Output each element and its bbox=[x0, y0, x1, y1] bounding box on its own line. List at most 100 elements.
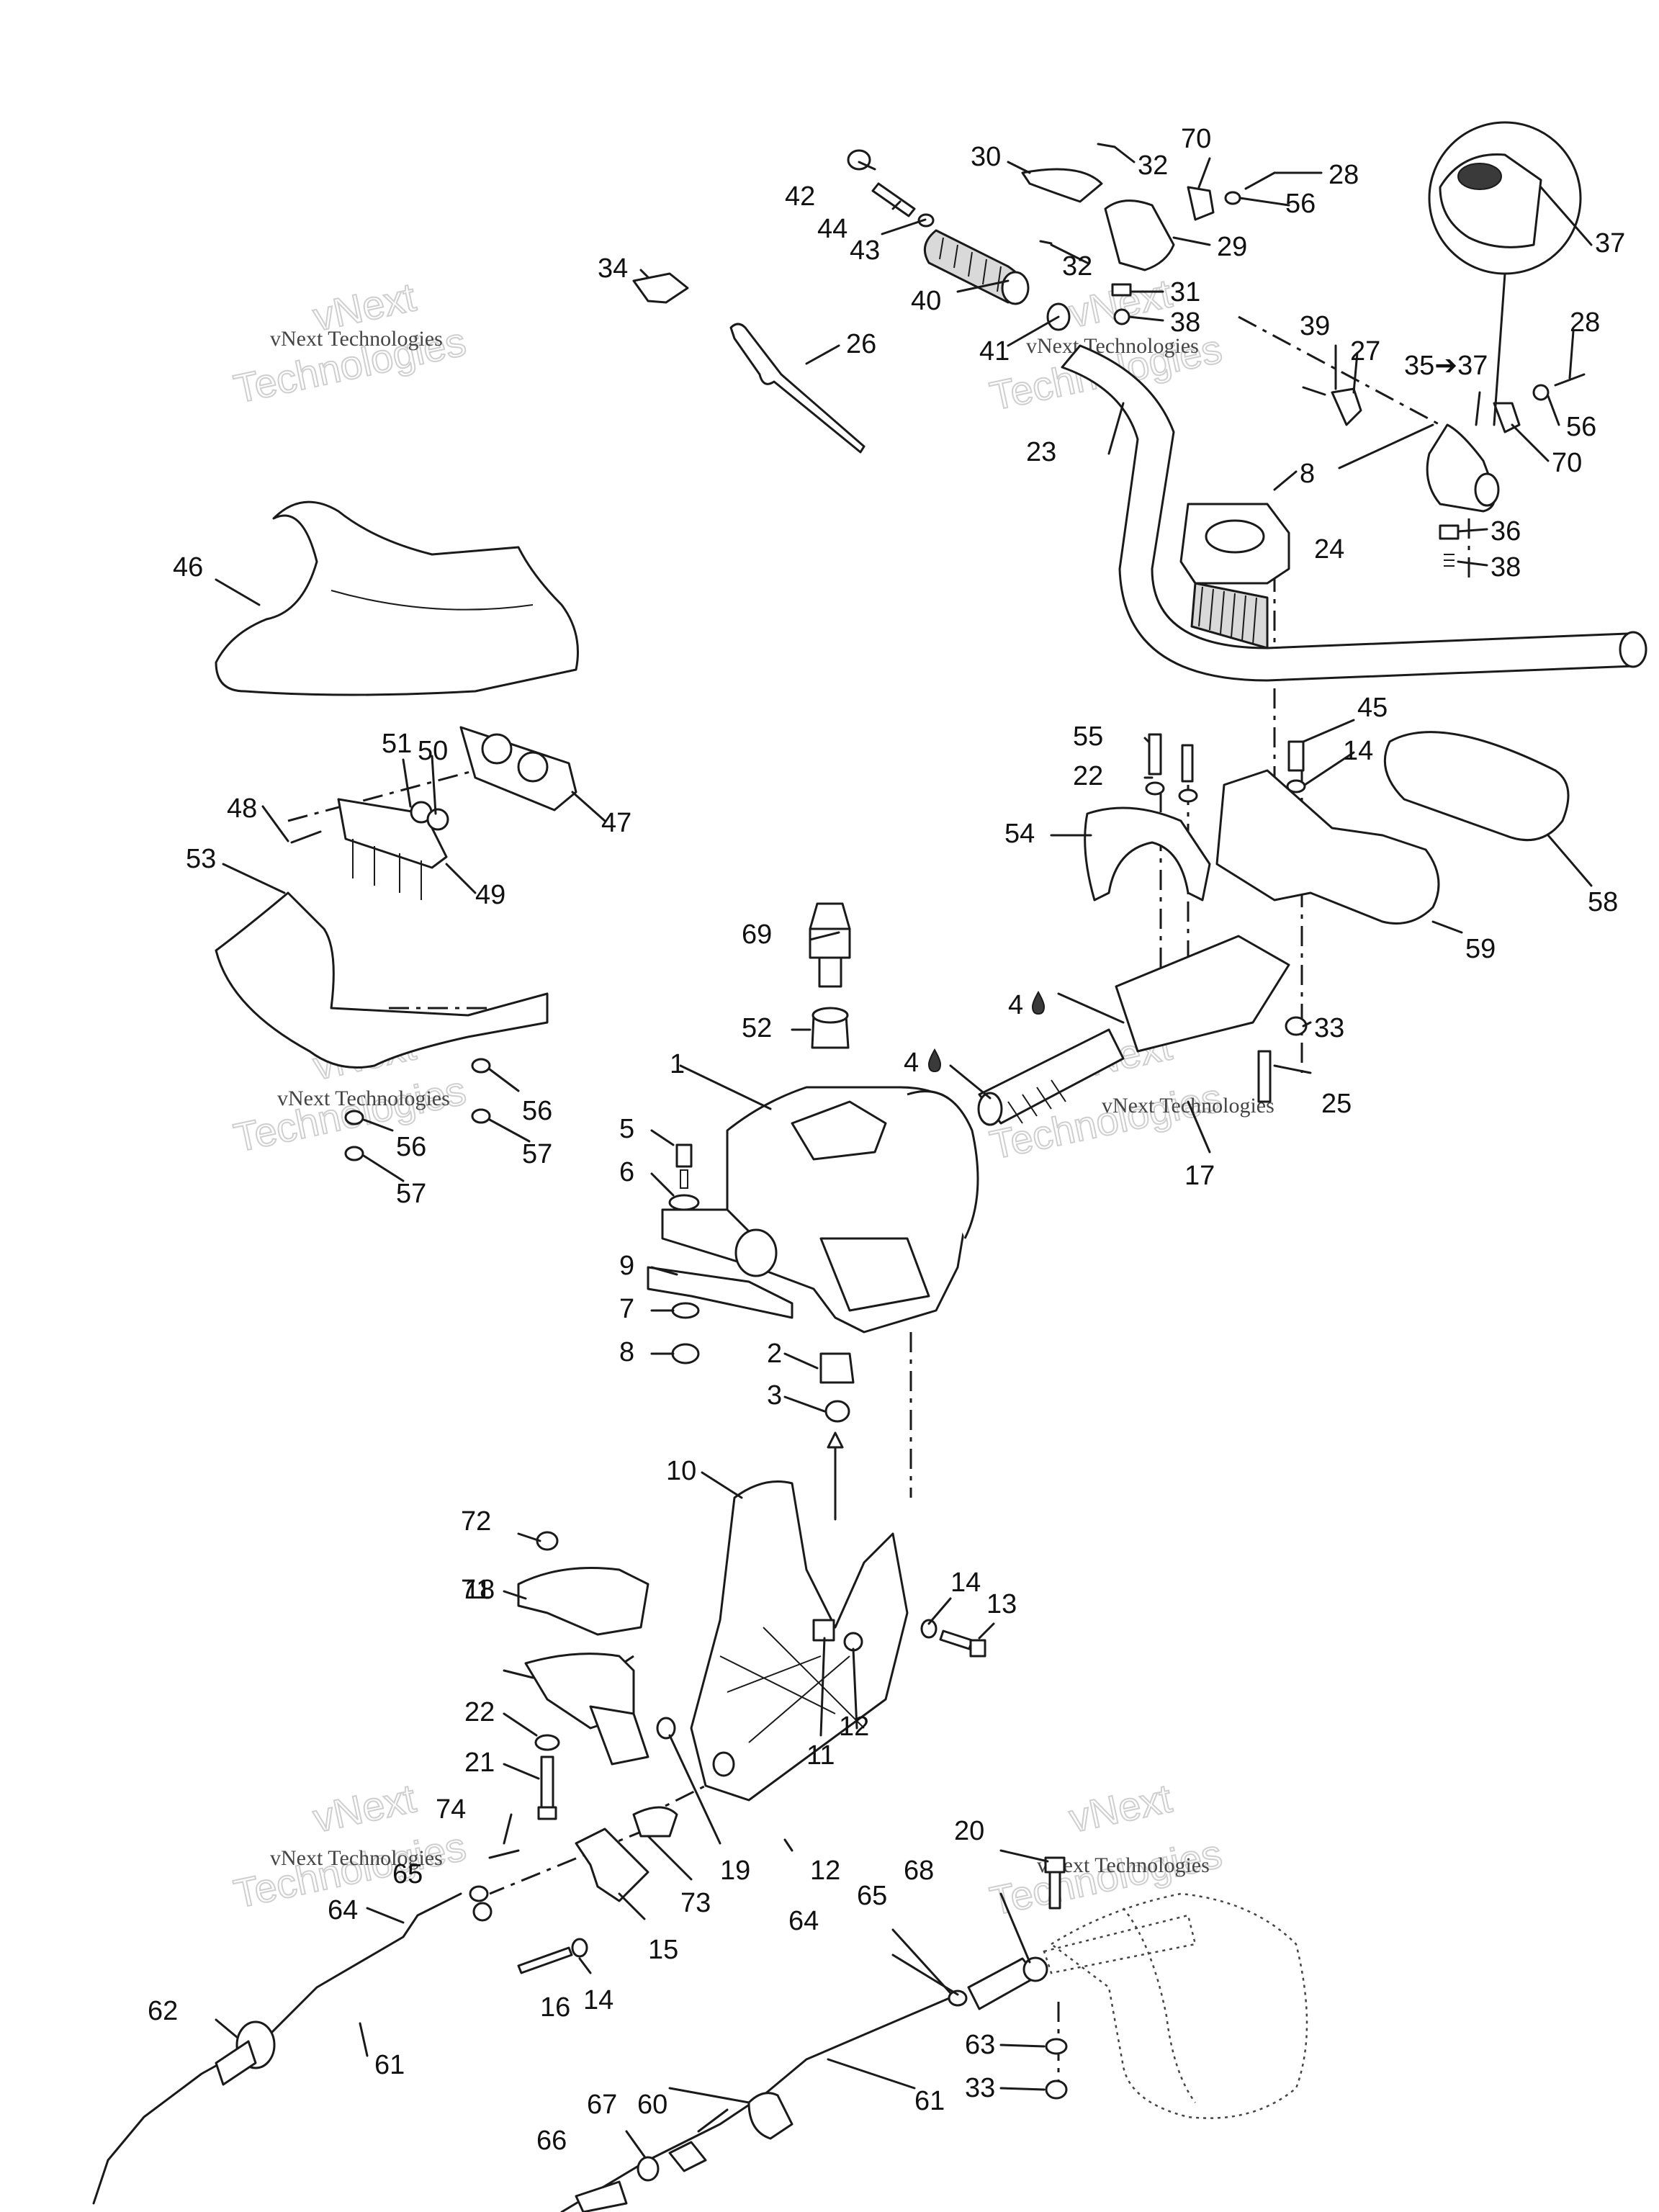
watermark-small: vNext Technologies bbox=[270, 1846, 443, 1870]
watermark-small: vNext Technologies bbox=[270, 327, 443, 351]
label-7: 7 bbox=[619, 1294, 634, 1324]
label-62: 62 bbox=[148, 1996, 178, 2026]
label-73: 73 bbox=[680, 1888, 711, 1918]
label-14: 14 bbox=[950, 1568, 981, 1598]
label-31: 31 bbox=[1170, 277, 1200, 307]
left-cable bbox=[92, 1885, 489, 2205]
handlebar bbox=[1061, 344, 1647, 682]
label-12: 12 bbox=[810, 1856, 840, 1886]
label-68: 68 bbox=[904, 1856, 934, 1886]
label-35-37: 35➔37 bbox=[1404, 351, 1488, 381]
label-59: 59 bbox=[1465, 934, 1496, 964]
label-56: 56 bbox=[1285, 189, 1316, 219]
label-72: 72 bbox=[461, 1506, 491, 1537]
watermark-small: vNext Technologies bbox=[1102, 1094, 1274, 1118]
label-20: 20 bbox=[954, 1816, 984, 1846]
callout-labels: 1 2 3 4 4 5 6 7 8 8 9 10 11 12 12 13 14 … bbox=[148, 124, 1625, 2156]
left-grip-parts bbox=[632, 149, 1071, 454]
label-14: 14 bbox=[1343, 736, 1373, 766]
label-33: 33 bbox=[1314, 1013, 1344, 1043]
label-60: 60 bbox=[637, 2090, 667, 2120]
label-47: 47 bbox=[601, 808, 631, 838]
bolt bbox=[1044, 1856, 1066, 1874]
label-15: 15 bbox=[648, 1935, 678, 1965]
label-18: 18 bbox=[464, 1575, 495, 1605]
label-50: 50 bbox=[418, 736, 448, 766]
label-64: 64 bbox=[328, 1895, 358, 1925]
label-22: 22 bbox=[1073, 761, 1103, 791]
left-fasteners bbox=[344, 1058, 491, 1161]
label-1: 1 bbox=[670, 1049, 685, 1079]
label-41: 41 bbox=[979, 336, 1010, 367]
label-10: 10 bbox=[666, 1456, 696, 1486]
oil-drop-icon bbox=[1031, 990, 1046, 1015]
label-58: 58 bbox=[1588, 887, 1618, 917]
label-64: 64 bbox=[788, 1906, 819, 1936]
label-63: 63 bbox=[965, 2030, 995, 2060]
right-cable bbox=[560, 1956, 1048, 2212]
label-71: 71 bbox=[461, 1575, 491, 1605]
label-24: 24 bbox=[1314, 534, 1344, 565]
bolt bbox=[1287, 740, 1305, 772]
washer bbox=[571, 1938, 588, 1958]
grip-knurl bbox=[1190, 582, 1269, 649]
label-57: 57 bbox=[522, 1139, 552, 1169]
label-2: 2 bbox=[767, 1339, 782, 1369]
label-4: 4 bbox=[1008, 990, 1023, 1020]
watermark-small: vNext Technologies bbox=[1037, 1853, 1210, 1877]
label-28: 28 bbox=[1328, 160, 1359, 190]
label-70: 70 bbox=[1552, 448, 1582, 478]
bolt bbox=[1181, 744, 1194, 783]
steering-shaft bbox=[977, 935, 1308, 1126]
washer bbox=[1045, 2038, 1068, 2055]
bolt bbox=[517, 1946, 573, 1974]
label-65: 65 bbox=[857, 1881, 887, 1911]
label-5: 5 bbox=[619, 1114, 634, 1144]
label-17: 17 bbox=[1184, 1161, 1215, 1191]
oil-drop-icon bbox=[927, 1048, 942, 1073]
steering-pad-housing bbox=[1215, 769, 1440, 925]
label-65: 65 bbox=[392, 1859, 423, 1889]
washer bbox=[1286, 779, 1306, 793]
steering-bracket bbox=[690, 1480, 909, 1802]
label-67: 67 bbox=[587, 2090, 617, 2120]
block bbox=[819, 1352, 855, 1384]
label-56: 56 bbox=[396, 1132, 426, 1162]
label-36: 36 bbox=[1491, 516, 1521, 547]
bolt bbox=[939, 1629, 974, 1650]
steering-post-top bbox=[809, 902, 851, 1049]
label-70: 70 bbox=[1181, 124, 1211, 154]
mounting-plate bbox=[647, 1143, 793, 1364]
label-23: 23 bbox=[1026, 437, 1056, 467]
washer bbox=[534, 1734, 560, 1751]
nut bbox=[1045, 2080, 1068, 2100]
label-32: 32 bbox=[1062, 251, 1092, 282]
label-69: 69 bbox=[742, 920, 772, 950]
label-42: 42 bbox=[785, 181, 815, 212]
right-control-parts bbox=[1021, 143, 1276, 325]
label-26: 26 bbox=[846, 329, 876, 359]
label-29: 29 bbox=[1217, 232, 1247, 262]
label-9: 9 bbox=[619, 1251, 634, 1281]
cover-bracket bbox=[1084, 806, 1211, 902]
column-clamps bbox=[517, 1531, 676, 1766]
watermark-small: vNext Technologies bbox=[1026, 334, 1199, 358]
label-30: 30 bbox=[971, 142, 1001, 172]
label-61: 61 bbox=[914, 2086, 945, 2116]
label-11: 11 bbox=[806, 1740, 835, 1771]
steering-arm bbox=[472, 1806, 678, 1922]
watermark-big: vNext bbox=[309, 1775, 420, 1840]
washer bbox=[1178, 788, 1198, 803]
label-56: 56 bbox=[522, 1096, 552, 1126]
clamp-hole bbox=[1205, 519, 1265, 554]
label-38: 38 bbox=[1170, 307, 1200, 338]
label-8: 8 bbox=[1300, 459, 1315, 489]
label-49: 49 bbox=[475, 880, 505, 910]
label-28: 28 bbox=[1570, 307, 1600, 338]
label-54: 54 bbox=[1004, 819, 1035, 849]
steering-pad bbox=[1383, 731, 1570, 842]
steering-housing bbox=[661, 1086, 979, 1334]
label-12: 12 bbox=[839, 1712, 869, 1742]
label-4: 4 bbox=[904, 1048, 919, 1078]
label-38: 38 bbox=[1491, 552, 1521, 583]
